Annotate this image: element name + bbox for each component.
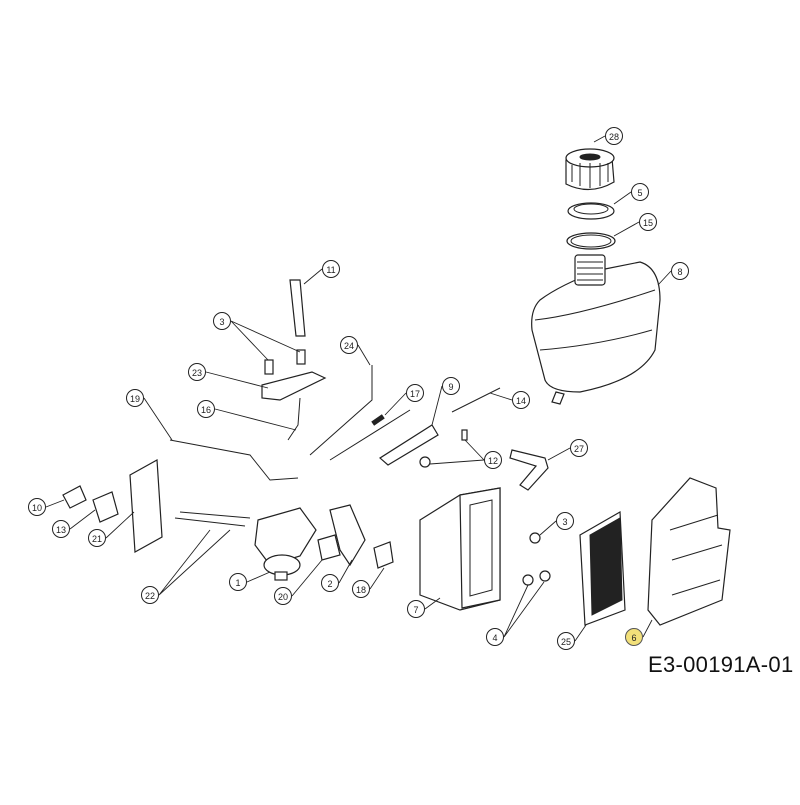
callout-heat-shield[interactable]: 21 (88, 529, 106, 547)
callout-governor-link[interactable]: 16 (197, 400, 215, 418)
callout-tank-bolt[interactable]: 14 (512, 391, 530, 409)
callout-air-filter-element[interactable]: 25 (557, 632, 575, 650)
callout-cap-gasket[interactable]: 15 (639, 213, 657, 231)
throttle-link-drawing (169, 439, 299, 481)
callout-governor-spring[interactable]: 17 (406, 384, 424, 402)
callout-airbox-bolt[interactable]: 3 (556, 512, 574, 530)
air-filter-element-drawing (579, 510, 626, 626)
air-filter-base-drawing (419, 487, 501, 611)
callout-studs[interactable]: 22 (141, 586, 159, 604)
callout-bolt-pair[interactable]: 3 (213, 312, 231, 330)
callout-choke-plate-bracket[interactable]: 2 (321, 574, 339, 592)
callout-fuel-tank[interactable]: 8 (671, 262, 689, 280)
ring-drawing (567, 202, 615, 220)
callout-breather-hose[interactable]: 27 (570, 439, 588, 457)
callout-carb-gasket[interactable]: 20 (274, 587, 292, 605)
callout-fuel-cap[interactable]: 28 (605, 127, 623, 145)
callout-intake-gasket[interactable]: 10 (28, 498, 46, 516)
fuel-tank-drawing (531, 254, 661, 405)
callout-carburetor[interactable]: 1 (229, 573, 247, 591)
diagram-reference-code: E3-00191A-01 (648, 652, 794, 677)
callout-throttle-link[interactable]: 19 (126, 389, 144, 407)
callout-nuts[interactable]: 4 (486, 628, 504, 646)
gasket-drawing (566, 232, 616, 250)
callout-air-filter-base[interactable]: 7 (407, 600, 425, 618)
air-filter-cover-drawing (647, 477, 731, 626)
callout-cap-retaining-ring[interactable]: 5 (631, 183, 649, 201)
callout-insulator[interactable]: 13 (52, 520, 70, 538)
callout-hose-clamps[interactable]: 12 (484, 451, 502, 469)
callout-bracket[interactable]: 23 (188, 363, 206, 381)
carburetor-drawing (254, 507, 317, 581)
callout-air-filter-cover[interactable]: 6 (625, 628, 643, 646)
callout-fuel-filter-bracket[interactable]: 11 (322, 260, 340, 278)
filter-bracket-drawing (289, 279, 306, 337)
callout-fuel-hose[interactable]: 9 (442, 377, 460, 395)
callout-choke-rod[interactable]: 24 (340, 336, 358, 354)
fuel-cap-drawing (565, 148, 615, 191)
fuel-hose-drawing (379, 424, 439, 466)
callout-airbox-gasket[interactable]: 18 (352, 580, 370, 598)
heat-shield-drawing (129, 459, 163, 553)
